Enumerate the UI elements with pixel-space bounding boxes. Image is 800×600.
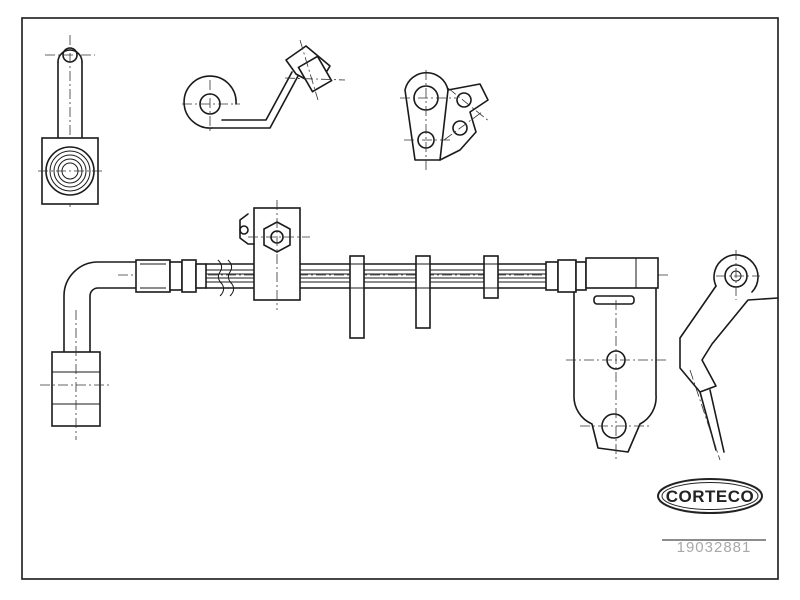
detail-pipe-clip	[182, 39, 346, 132]
part-number: 19032881	[677, 539, 752, 556]
detail-bracket-plate	[400, 70, 491, 170]
corteco-logo: CORTECO	[657, 478, 763, 514]
detail-banjo-fitting	[38, 35, 102, 210]
brand-name: CORTECO	[666, 487, 755, 506]
brake-hose-assembly	[40, 200, 779, 461]
drawing-frame	[21, 17, 779, 580]
